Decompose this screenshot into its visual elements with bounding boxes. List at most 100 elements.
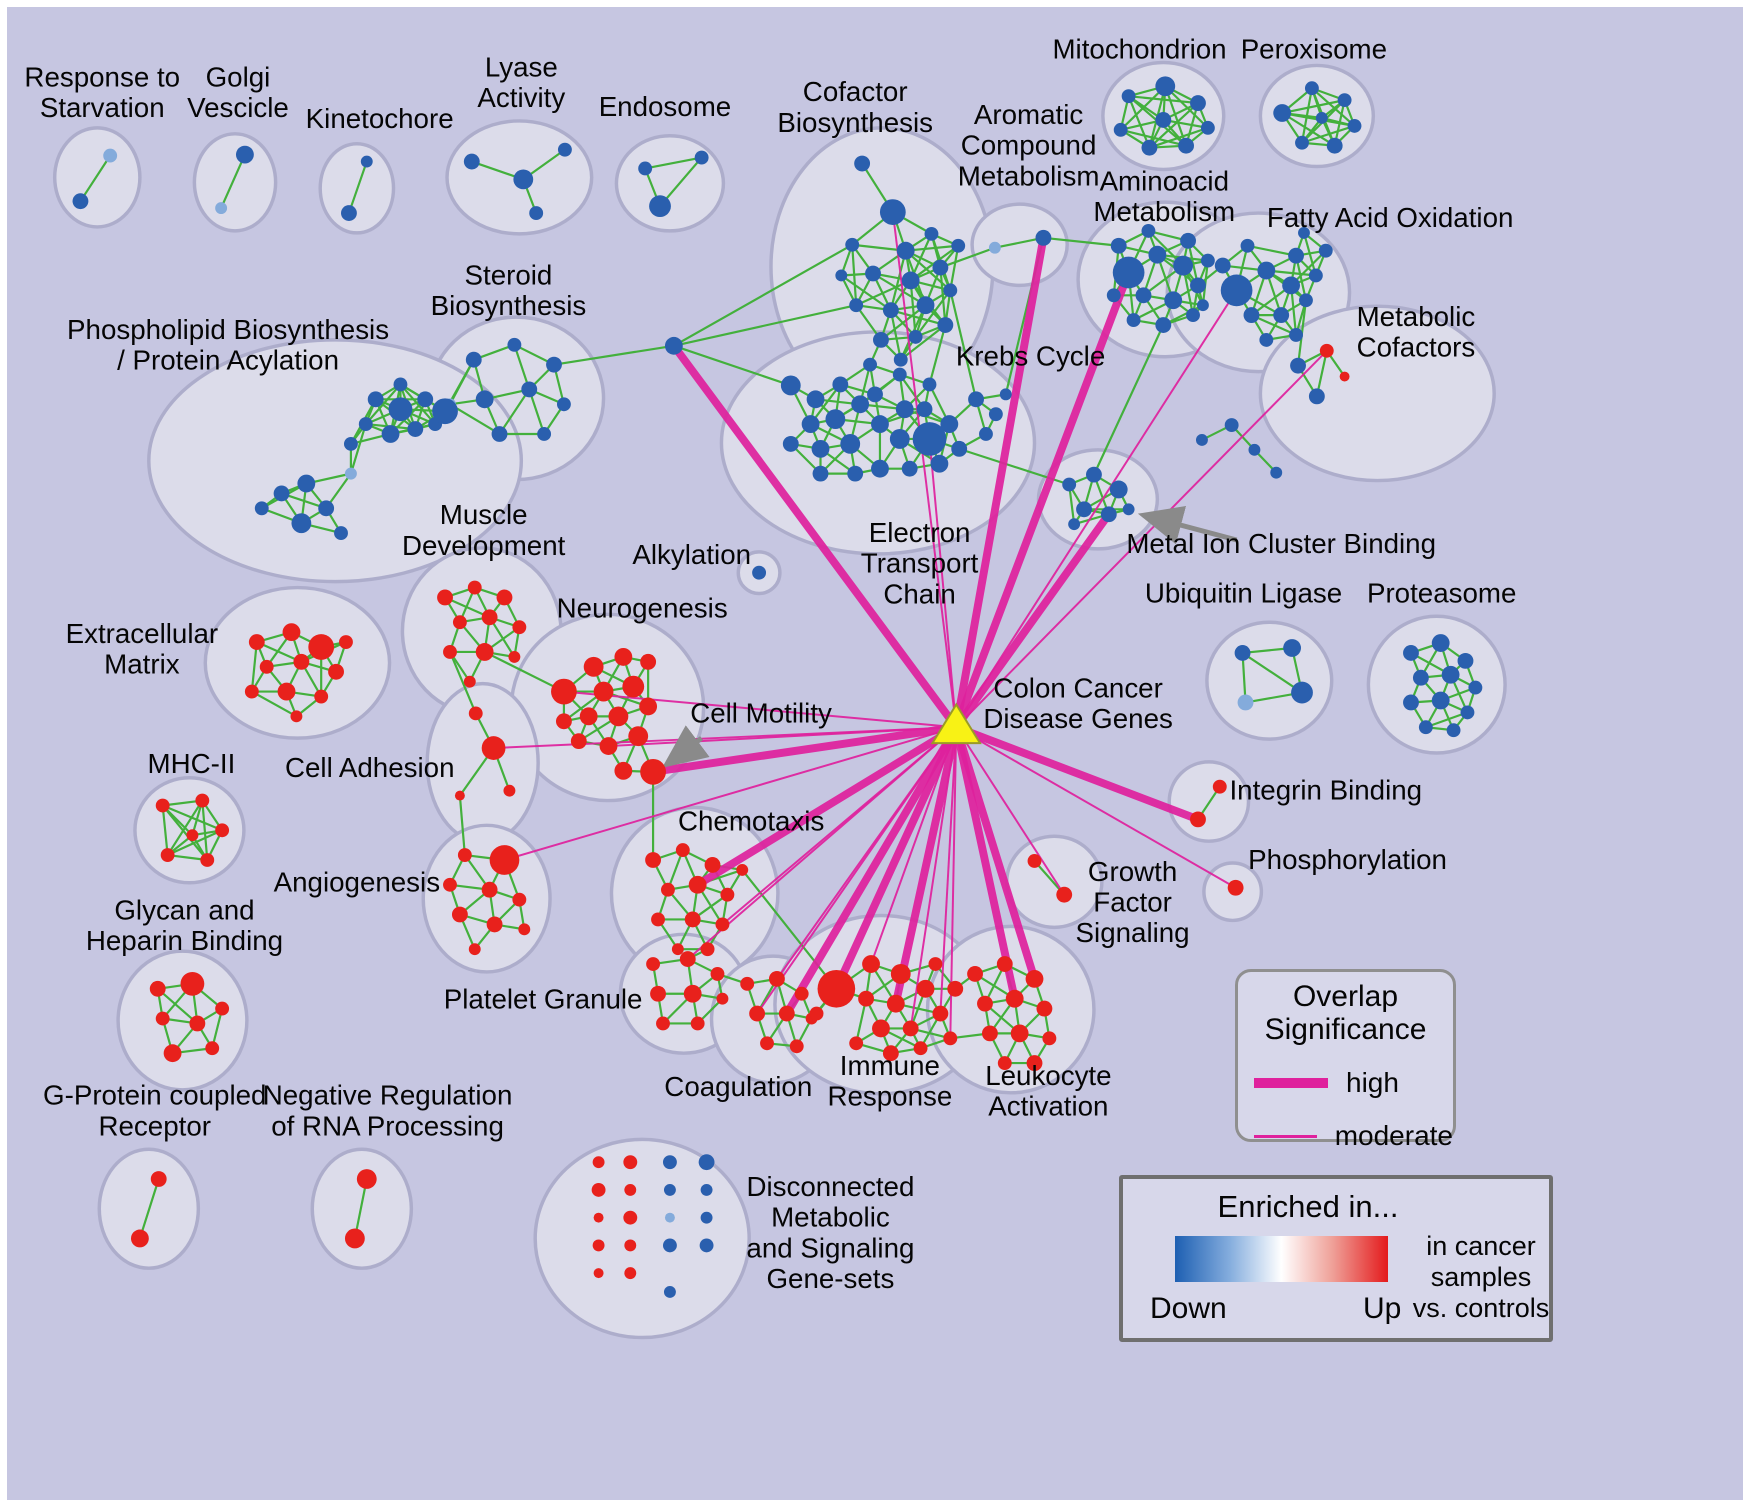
gene-set-node xyxy=(103,148,118,163)
gene-set-node xyxy=(675,843,690,858)
gene-set-node xyxy=(930,454,949,473)
gene-set-node xyxy=(1457,652,1474,669)
gene-set-node xyxy=(1196,299,1209,312)
gene-set-node xyxy=(940,415,959,434)
gene-set-node xyxy=(1270,466,1283,479)
overlap-edge-high xyxy=(832,723,961,993)
bridge-edge xyxy=(672,344,792,387)
gene-set-node xyxy=(623,1155,638,1170)
gene-set-node xyxy=(780,375,801,396)
gene-set-node xyxy=(1288,247,1304,264)
gene-set-node xyxy=(862,955,880,973)
overlap-edge-high xyxy=(669,341,961,732)
legend-overlap-title-line2: Significance xyxy=(1264,1013,1427,1046)
gene-set-node xyxy=(1164,291,1183,310)
gene-set-edge xyxy=(879,304,927,341)
gene-set-node xyxy=(259,659,274,674)
gene-set-node xyxy=(555,713,572,730)
moderate-significance-swatch xyxy=(1254,1134,1317,1138)
gene-set-node xyxy=(988,407,1003,422)
gene-set-node xyxy=(916,296,935,315)
gene-set-edge xyxy=(939,266,947,327)
gene-set-edge xyxy=(914,289,952,338)
gene-set-node xyxy=(979,427,993,441)
overlap-edge-moderate xyxy=(955,289,1238,728)
gene-set-edge xyxy=(250,640,258,693)
gene-set-edge xyxy=(949,244,960,292)
gene-set-node xyxy=(481,881,498,898)
gene-set-node xyxy=(638,161,653,176)
gene-set-node xyxy=(1110,237,1127,254)
bridge-edge xyxy=(448,650,477,715)
gene-set-node xyxy=(1290,357,1306,374)
gene-set-node xyxy=(1318,243,1333,258)
gene-set-node xyxy=(1224,418,1239,433)
gene-set-node xyxy=(872,1019,890,1038)
gene-set-edge xyxy=(166,829,224,857)
gene-set-node xyxy=(407,421,424,437)
cluster-angiogenesis xyxy=(421,823,552,974)
gene-set-node xyxy=(614,647,633,666)
gene-set-node xyxy=(825,409,846,430)
gene-set-node xyxy=(893,352,908,367)
gene-set-node xyxy=(624,1239,637,1252)
gene-set-node xyxy=(806,390,825,409)
gene-set-node xyxy=(916,979,935,998)
gene-set-node xyxy=(968,391,984,408)
gene-set-node xyxy=(1248,443,1261,456)
gene-set-node xyxy=(1220,274,1253,307)
gene-set-node xyxy=(291,513,312,534)
gene-set-node xyxy=(981,1025,998,1042)
gene-set-node xyxy=(854,155,871,172)
gene-set-node xyxy=(1121,89,1136,104)
gene-set-node xyxy=(463,675,476,688)
bridge-edge xyxy=(939,246,996,269)
label-kinetochore: Kinetochore xyxy=(306,103,454,134)
gene-set-node xyxy=(318,500,335,517)
gene-set-node xyxy=(812,465,829,482)
gene-set-edge xyxy=(1310,87,1356,127)
gene-set-node xyxy=(684,911,701,928)
gene-set-node xyxy=(1068,518,1081,531)
note-line1: in cancer xyxy=(1426,1231,1536,1261)
layer-nodes xyxy=(72,76,1483,1298)
label-angiogenesis: Angiogenesis xyxy=(274,867,440,898)
gene-set-node xyxy=(663,1286,676,1298)
gene-set-node xyxy=(1062,477,1077,492)
gene-set-node xyxy=(1291,681,1313,704)
gene-set-node xyxy=(873,331,889,348)
gene-set-node xyxy=(840,433,861,454)
gene-set-node xyxy=(186,829,199,842)
overlap-edge-moderate xyxy=(928,438,958,728)
label-proteasome: Proteasome xyxy=(1367,577,1516,608)
gene-set-node xyxy=(1106,288,1121,303)
gene-set-node xyxy=(503,784,516,797)
overlap-edge-moderate xyxy=(891,211,958,728)
gene-set-node xyxy=(339,635,353,649)
gene-set-node xyxy=(290,710,303,723)
gene-set-node xyxy=(583,656,604,677)
label-fatty-acid-oxidation: Fatty Acid Oxidation xyxy=(1267,202,1514,233)
gene-set-edge xyxy=(349,422,367,475)
gene-set-node xyxy=(1412,669,1429,686)
cluster-disconnected-gene-sets xyxy=(533,1137,751,1340)
gene-set-node xyxy=(215,202,228,215)
gene-set-node xyxy=(521,381,538,398)
gene-set-node xyxy=(592,1239,605,1252)
gene-set-node xyxy=(699,1238,714,1253)
overlap-edge-moderate xyxy=(955,726,1237,889)
gene-set-edge xyxy=(353,1177,368,1240)
layer-arrows xyxy=(661,506,1238,768)
overlap-edge-high xyxy=(952,233,1048,732)
gene-set-node xyxy=(1337,93,1352,108)
gene-set-node xyxy=(1259,332,1274,347)
gene-set-node xyxy=(1299,293,1313,308)
gene-set-node xyxy=(671,943,684,956)
label-cell-motility: Cell Motility xyxy=(690,697,832,728)
gene-set-edge xyxy=(871,272,927,307)
label-metal-ion-cluster-binding: Metal Ion Cluster Binding xyxy=(1126,528,1436,559)
gene-set-node xyxy=(916,401,933,418)
